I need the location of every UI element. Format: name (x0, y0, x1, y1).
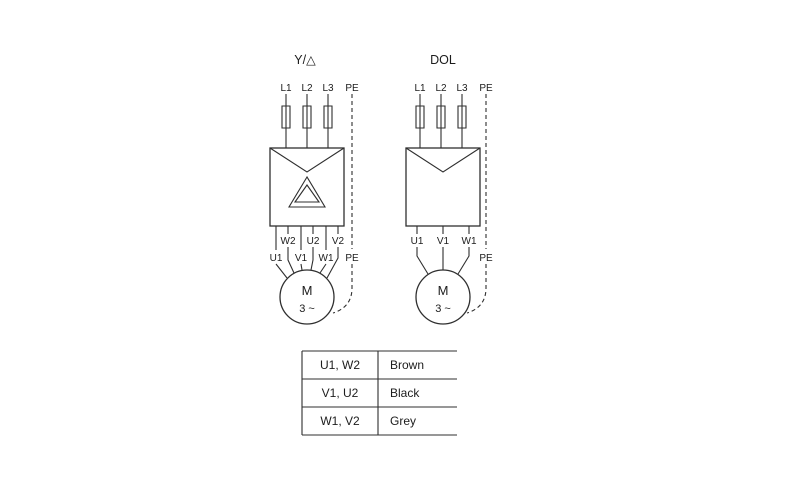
supply-lines (285, 94, 329, 148)
terminal-label-v1: V1 (295, 253, 308, 264)
supply-label-l1: L1 (414, 83, 426, 94)
supply-label-l2: L2 (435, 83, 447, 94)
terminal-label-u1: U1 (411, 236, 424, 247)
motor-letter: M (438, 283, 449, 298)
motor-wires-upper (275, 226, 339, 250)
wire-color-table: U1, W2 Brown V1, U2 Black W1, V2 Grey (301, 350, 457, 436)
table-grid-lines (301, 350, 457, 436)
supply-lines (419, 94, 463, 148)
table-cell-color: Brown (390, 358, 424, 372)
supply-label-l1: L1 (280, 83, 292, 94)
supply-label-l2: L2 (301, 83, 313, 94)
fuse-icon (415, 105, 467, 129)
terminal-label-w1: W1 (462, 236, 477, 247)
table-cell-color: Black (390, 386, 420, 400)
pe-dashed-line-bottom (332, 264, 353, 314)
pe-dashed-line-bottom (466, 264, 487, 314)
pe-label-bottom: PE (345, 253, 359, 264)
starter-box (405, 147, 481, 227)
supply-label-l3: L3 (322, 83, 334, 94)
motor-phase-label: 3 ~ (299, 303, 315, 315)
dol-diagram: DOL L1 L2 L3 PE U1 V1 W1 PE M 3 ~ (405, 53, 493, 325)
terminal-label-v2: V2 (332, 236, 345, 247)
motor-wires-lower (275, 247, 339, 279)
terminal-label-w2: W2 (281, 236, 296, 247)
starter-v-shape (405, 147, 481, 173)
table-cell-terminals: W1, V2 (320, 414, 360, 428)
starter-box (269, 147, 345, 227)
star-delta-title: Y/△ (294, 53, 316, 67)
starter-v-shape (269, 147, 345, 173)
motor-wires-upper (416, 226, 470, 234)
motor-circle (415, 269, 471, 325)
delta-symbol-icon (288, 175, 326, 208)
motor-letter: M (302, 283, 313, 298)
pe-label-top: PE (345, 83, 359, 94)
dol-title: DOL (430, 53, 456, 67)
star-delta-diagram: Y/△ L1 L2 L3 PE W2 U2 V2 U1 V1 W1 PE M 3… (269, 53, 359, 325)
table-cell-color: Grey (390, 414, 416, 428)
motor-wires-lower (416, 247, 470, 275)
motor-circle (279, 269, 335, 325)
terminal-label-u2: U2 (307, 236, 320, 247)
terminal-label-u1: U1 (270, 253, 283, 264)
supply-label-l3: L3 (456, 83, 468, 94)
fuse-icon (281, 105, 333, 129)
terminal-label-v1: V1 (437, 236, 450, 247)
pe-label-top: PE (479, 83, 493, 94)
motor-phase-label: 3 ~ (435, 303, 451, 315)
table-cell-terminals: U1, W2 (320, 358, 360, 372)
pe-label-bottom: PE (479, 253, 493, 264)
table-cell-terminals: V1, U2 (322, 386, 359, 400)
terminal-label-w1: W1 (319, 253, 334, 264)
